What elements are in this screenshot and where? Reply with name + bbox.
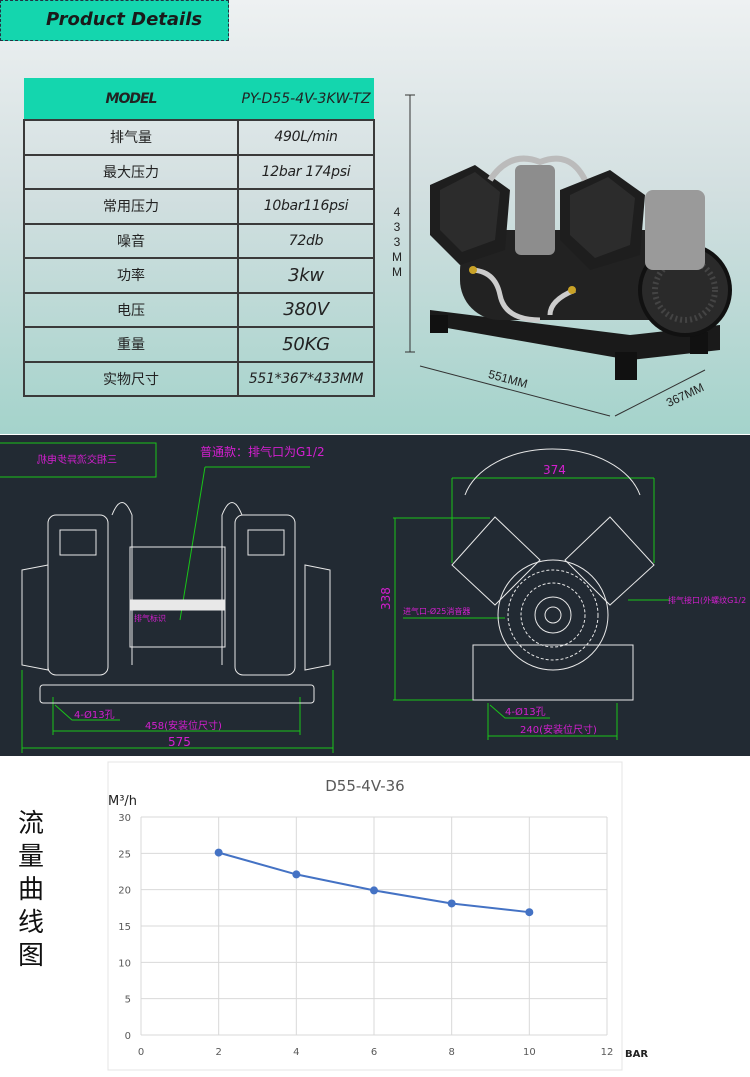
mount-right: 240(安装位尺寸) xyxy=(520,723,597,736)
model-row: MODEL PY-D55-4V-3KW-TZ xyxy=(24,78,374,121)
inlet-note: 进气口-Ø25消音器 xyxy=(403,606,470,616)
x-tick-label: 0 xyxy=(138,1047,144,1058)
x-tick-label: 8 xyxy=(448,1047,454,1058)
compressor-image xyxy=(405,94,732,417)
data-point xyxy=(525,908,534,917)
flow-curve-title: 流量曲线图 xyxy=(18,809,45,971)
x-tick-label: 4 xyxy=(293,1047,299,1058)
spec-label: 功率 xyxy=(23,257,239,294)
x-axis-label: BAR xyxy=(625,1049,648,1060)
spec-value: 50KG xyxy=(237,326,375,363)
exhaust-note: 普通款：排气口为G1/2 xyxy=(200,444,325,459)
spec-label: 排气量 xyxy=(23,119,239,156)
spec-label: 常用压力 xyxy=(23,188,239,225)
x-tick-label: 12 xyxy=(601,1047,614,1058)
x-tick-label: 6 xyxy=(371,1047,377,1058)
cad-drawing-section: 三相交流异步电机 普通款：排气口为G1/2 排气标识 4-Ø13孔 458(安装… xyxy=(0,435,750,756)
model-value: PY-D55-4V-3KW-TZ xyxy=(238,78,374,121)
y-tick-label: 30 xyxy=(118,813,131,824)
mount-left: 458(安装位尺寸) xyxy=(145,719,222,732)
chart-title: D55-4V-36 xyxy=(325,777,404,795)
data-point xyxy=(447,899,456,908)
spec-value: 12bar 174psi xyxy=(237,153,375,190)
y-tick-label: 15 xyxy=(118,922,131,933)
data-point xyxy=(370,886,378,895)
spec-label: 电压 xyxy=(23,291,239,328)
spec-value: 490L/min xyxy=(237,119,375,156)
spec-label: 实物尺寸 xyxy=(23,360,239,397)
y-tick-label: 0 xyxy=(125,1031,131,1042)
x-tick-label: 10 xyxy=(523,1047,536,1058)
holes-right: 4-Ø13孔 xyxy=(505,706,546,718)
height-dimension: 433MM xyxy=(392,205,402,279)
y-tick-label: 10 xyxy=(118,958,131,969)
length-dim: 575 xyxy=(168,735,191,749)
section-title: Product Details xyxy=(0,0,229,41)
y-tick-label: 5 xyxy=(125,995,131,1006)
spec-value: 3kw xyxy=(237,257,375,294)
spec-value: 380V xyxy=(237,291,375,328)
spec-value: 72db xyxy=(237,222,375,259)
spec-label: 最大压力 xyxy=(23,153,239,190)
y-tick-label: 20 xyxy=(118,886,131,897)
y-tick-label: 25 xyxy=(118,849,131,860)
height-dim: 338 xyxy=(379,587,393,610)
holes-left: 4-Ø13孔 xyxy=(74,709,115,721)
outlet-note: 排气接口(外螺纹G1/2 xyxy=(668,595,746,605)
model-label: MODEL xyxy=(24,78,238,121)
data-point xyxy=(292,870,301,879)
spec-label: 噪音 xyxy=(23,222,239,259)
data-point xyxy=(214,848,223,857)
spec-label: 重量 xyxy=(23,326,239,363)
width-dim: 374 xyxy=(543,463,566,477)
y-axis-label: M³/h xyxy=(108,794,137,809)
exhaust-mark: 排气标识 xyxy=(134,613,166,623)
spec-value: 551*367*433MM xyxy=(237,360,375,397)
x-tick-label: 2 xyxy=(215,1047,221,1058)
spec-value: 10bar116psi xyxy=(237,188,375,225)
motor-note: 三相交流异步电机 xyxy=(37,453,117,466)
